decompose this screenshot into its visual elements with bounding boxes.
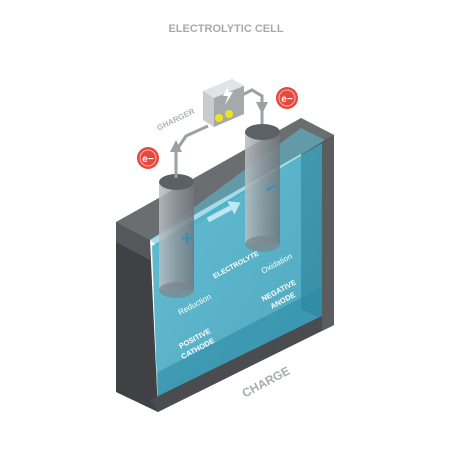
charger-label: GHARGER: [155, 106, 196, 132]
wire-arrow-anode-icon: [256, 102, 268, 114]
casing-front-bottom: [150, 310, 334, 412]
ion-flow-arrow-icon: [206, 201, 241, 223]
anode-electrode: [245, 124, 280, 252]
charge-label: CHARGE: [240, 364, 292, 401]
electron-symbol: e−: [281, 94, 293, 105]
charger-icon: [203, 79, 244, 127]
plus-sign: +: [181, 226, 194, 251]
electron-icon-left: e−: [137, 147, 159, 169]
casing-left-wall: [116, 222, 158, 412]
diagram-title: ELECTROLYTIC CELL: [168, 23, 283, 35]
casing-left-wall-face: [116, 222, 150, 260]
wire-to-cathode: [174, 124, 209, 178]
cathode-electrode: [159, 174, 194, 298]
wire-arrow-cathode-icon: [170, 140, 182, 152]
electron-symbol: e−: [142, 154, 154, 165]
electron-icon-right: e−: [276, 87, 298, 109]
casing-right-front: [322, 135, 334, 331]
